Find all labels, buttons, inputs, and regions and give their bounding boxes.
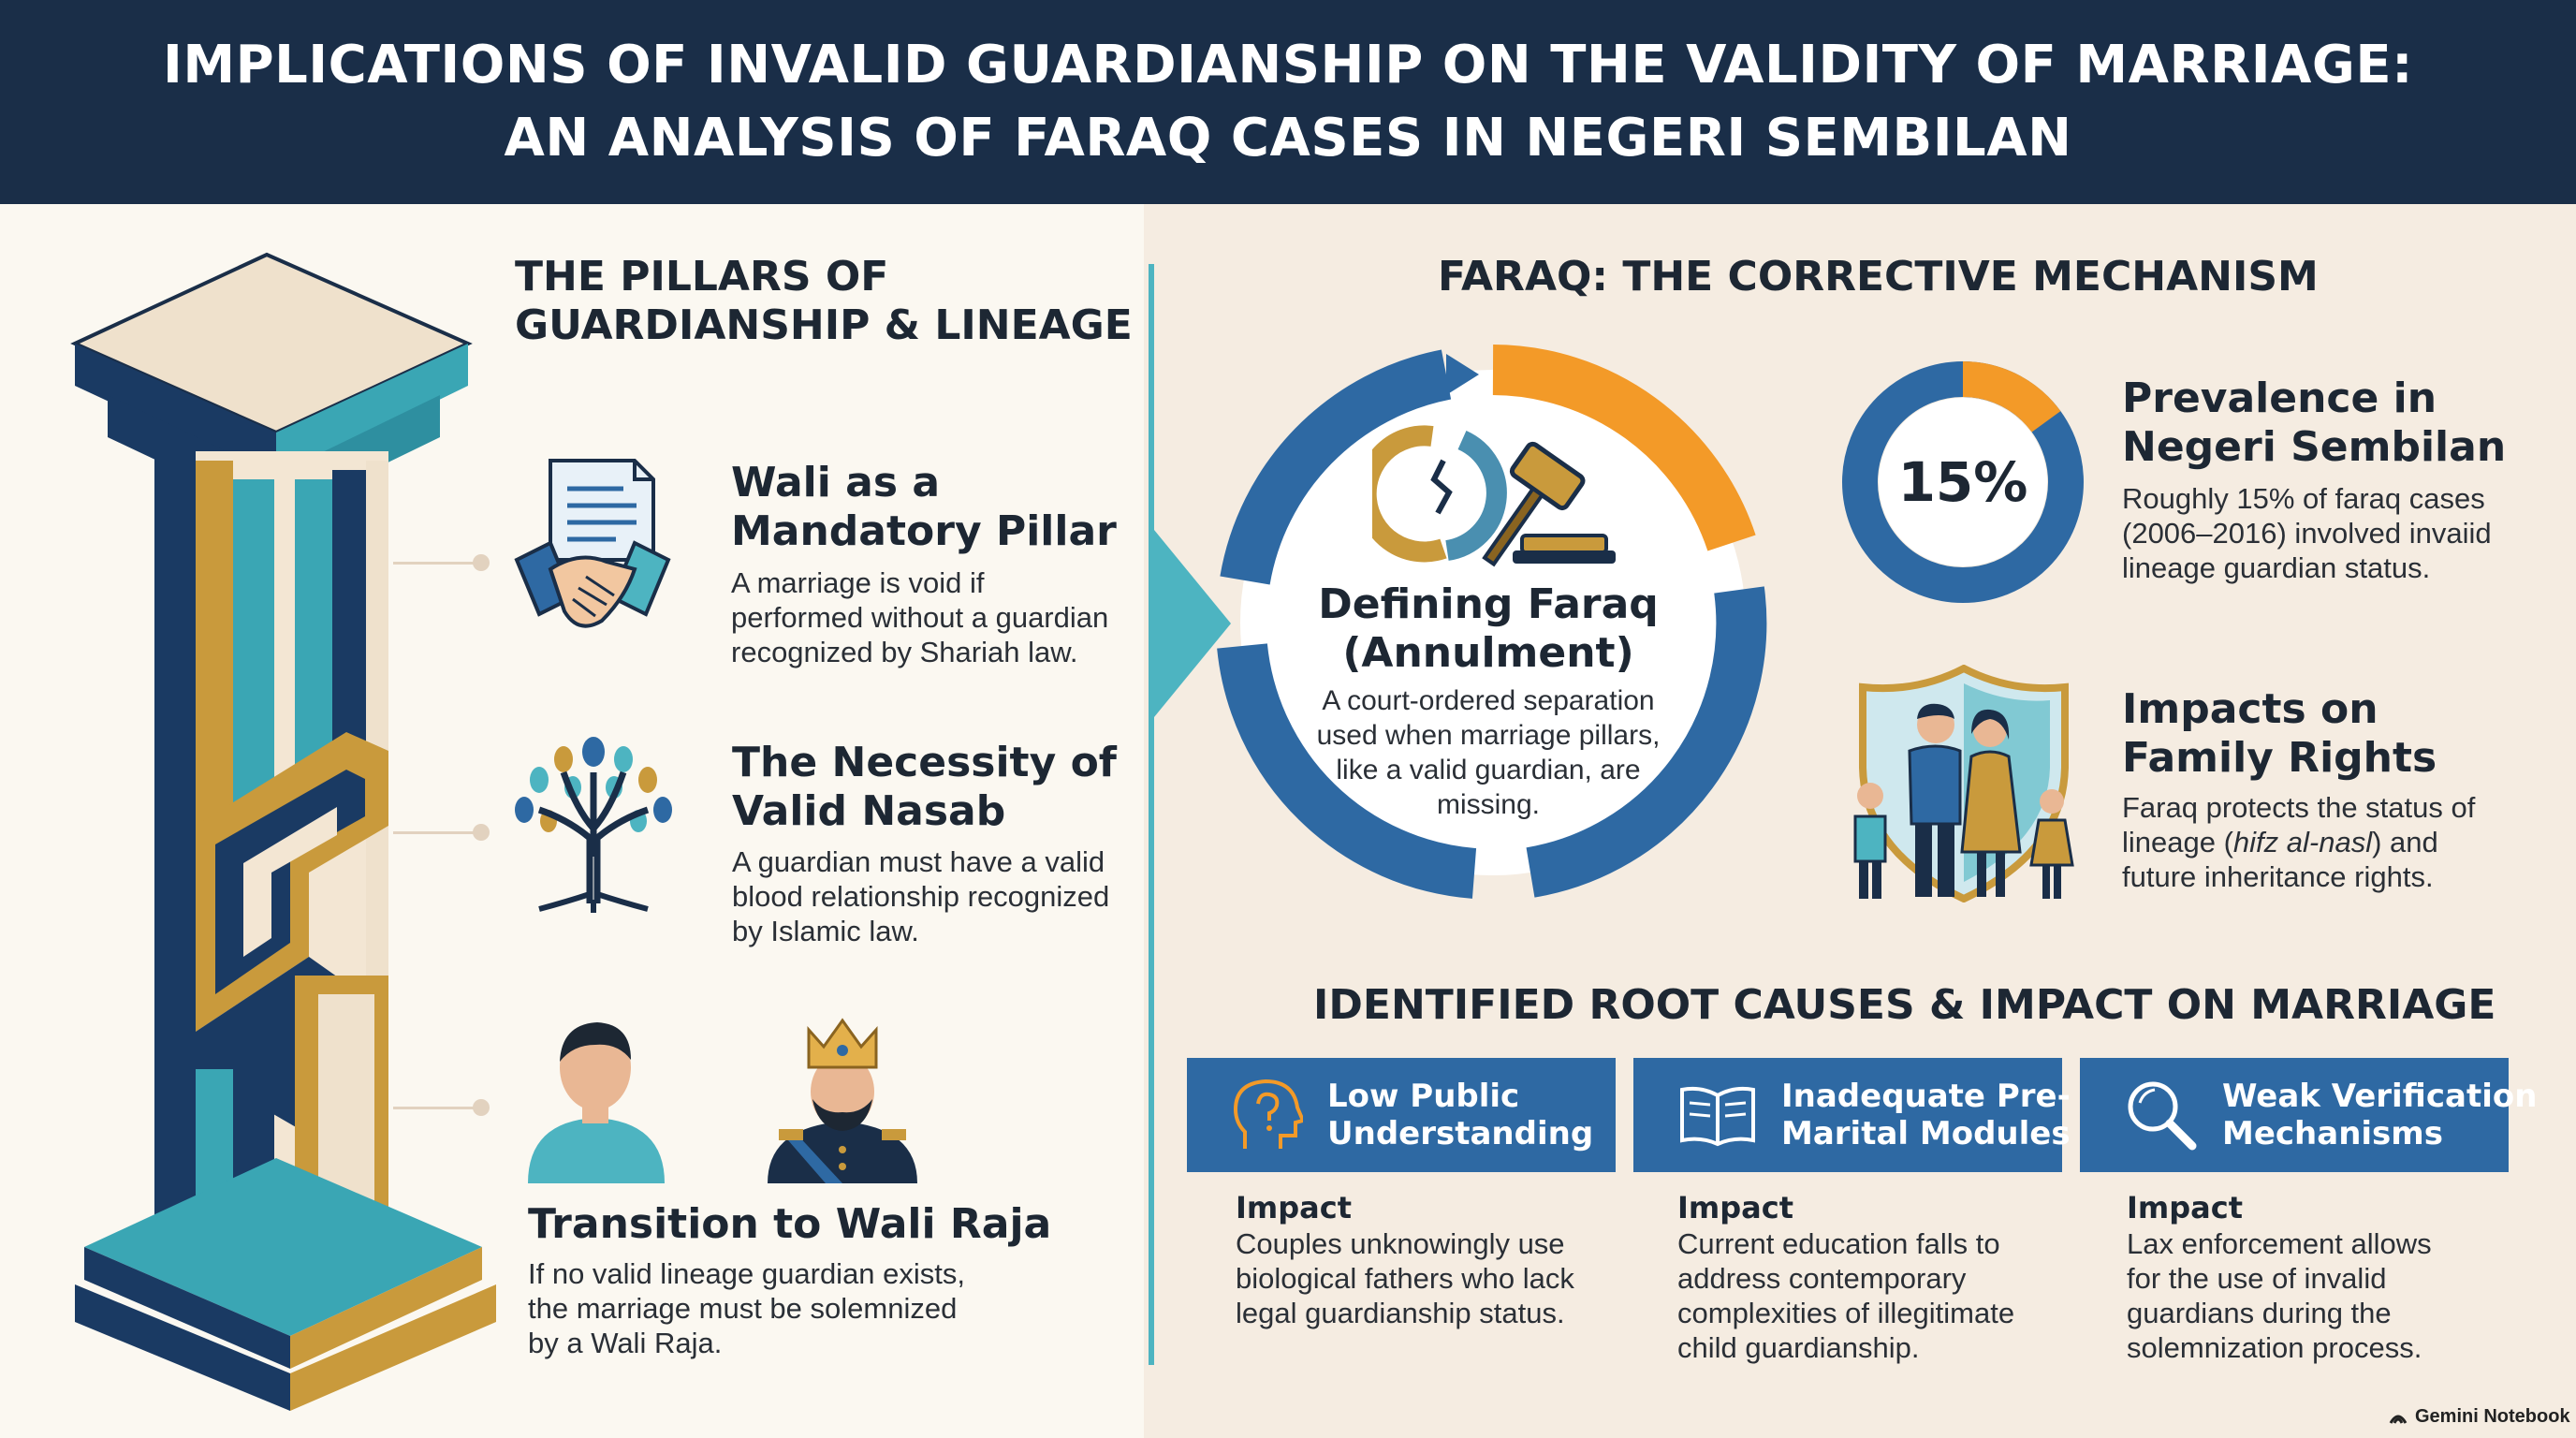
- magnifier-icon: [2128, 1081, 2197, 1151]
- connector-dot: [473, 1099, 490, 1116]
- pillars-section-title: THE PILLARS OF GUARDIANSHIP & LINEAGE: [515, 253, 1133, 349]
- faraq-section-title: FARAQ: THE CORRECTIVE MECHANISM: [1438, 253, 2319, 301]
- broken-ring-gavel-icon: [1372, 425, 1616, 567]
- mother-figure: [1960, 709, 2022, 897]
- pillar-illustration-icon: [70, 252, 496, 1411]
- impacts-text: Faraq protects the status of lineage (hi…: [2122, 791, 2476, 893]
- wali-pillar-title: Wali as a Mandatory Pillar: [731, 459, 1117, 555]
- impact-low-public-understanding: Impact Couples unknowingly use biologica…: [1236, 1190, 1574, 1329]
- family-shield-icon: [1853, 665, 2074, 902]
- header-banner: IMPLICATIONS OF INVALID GUARDIANSHIP ON …: [0, 0, 2576, 204]
- person-icon: [528, 1022, 665, 1183]
- connector-dot: [473, 554, 490, 571]
- notebook-logo-icon: [2389, 1415, 2408, 1424]
- child-boy-figure: [1853, 783, 1887, 899]
- head-question-icon: [1233, 1078, 1303, 1149]
- prevalence-donut-chart: [1842, 361, 2084, 603]
- connector-dot: [473, 824, 490, 841]
- family-tree-icon: [515, 737, 672, 913]
- page-title-line-2: AN ANALYSIS OF FARAQ CASES IN NEGERI SEM…: [504, 108, 2072, 169]
- root-causes-title: IDENTIFIED ROOT CAUSES & IMPACT ON MARRI…: [1313, 981, 2496, 1029]
- cause-low-public-understanding: Low Public Understanding: [1187, 1058, 1616, 1172]
- wali-raja-title: Transition to Wali Raja: [528, 1200, 1052, 1248]
- nasab-title: The Necessity of Valid Nasab: [732, 739, 1117, 835]
- wali-raja-text: If no valid lineage guardian exists, the…: [528, 1257, 966, 1359]
- nasab-text: A guardian must have a valid blood relat…: [732, 845, 1110, 947]
- defining-faraq-text: A court-ordered separation used when mar…: [1316, 685, 1661, 820]
- open-book-icon: [1680, 1086, 1755, 1147]
- child-girl-figure: [2029, 789, 2074, 899]
- connector-line: [393, 562, 477, 565]
- page-title-line-1: IMPLICATIONS OF INVALID GUARDIANSHIP ON …: [163, 35, 2413, 95]
- connector-line: [393, 1107, 477, 1109]
- handshake-document-icon: [514, 459, 671, 628]
- impacts-title: Impacts on Family Rights: [2122, 685, 2437, 782]
- connector-line: [393, 831, 477, 834]
- impact-inadequate-modules: Impact Current education falls to addres…: [1677, 1190, 2015, 1364]
- prevalence-percent-label: 15%: [1897, 450, 2028, 514]
- page-title: IMPLICATIONS OF INVALID GUARDIANSHIP ON …: [24, 29, 2552, 175]
- cause-inadequate-modules: Inadequate Pre- Marital Modules: [1633, 1058, 2071, 1172]
- wali-pillar-text: A marriage is void if performed without …: [731, 566, 1109, 668]
- faraq-cycle-ring: [1217, 345, 1767, 899]
- king-icon: [768, 1018, 917, 1183]
- arrow-right-icon: [1154, 530, 1231, 717]
- person-and-king-icon: [528, 1018, 917, 1183]
- donut-slice-15: [1962, 361, 2061, 433]
- watermark: Gemini Notebook: [2389, 1406, 2570, 1428]
- prevalence-title: Prevalence in Negeri Sembilan: [2122, 374, 2507, 471]
- panel-divider: [1149, 264, 1154, 1365]
- impact-weak-verification: Impact Lax enforcement allows for the us…: [2127, 1190, 2432, 1364]
- father-figure: [1908, 703, 1962, 897]
- cause-weak-verification: Weak Verification Mechanisms: [2080, 1058, 2537, 1172]
- defining-faraq-title: Defining Faraq (Annulment): [1318, 580, 1659, 677]
- prevalence-text: Roughly 15% of faraq cases (2006–2016) i…: [2122, 482, 2492, 584]
